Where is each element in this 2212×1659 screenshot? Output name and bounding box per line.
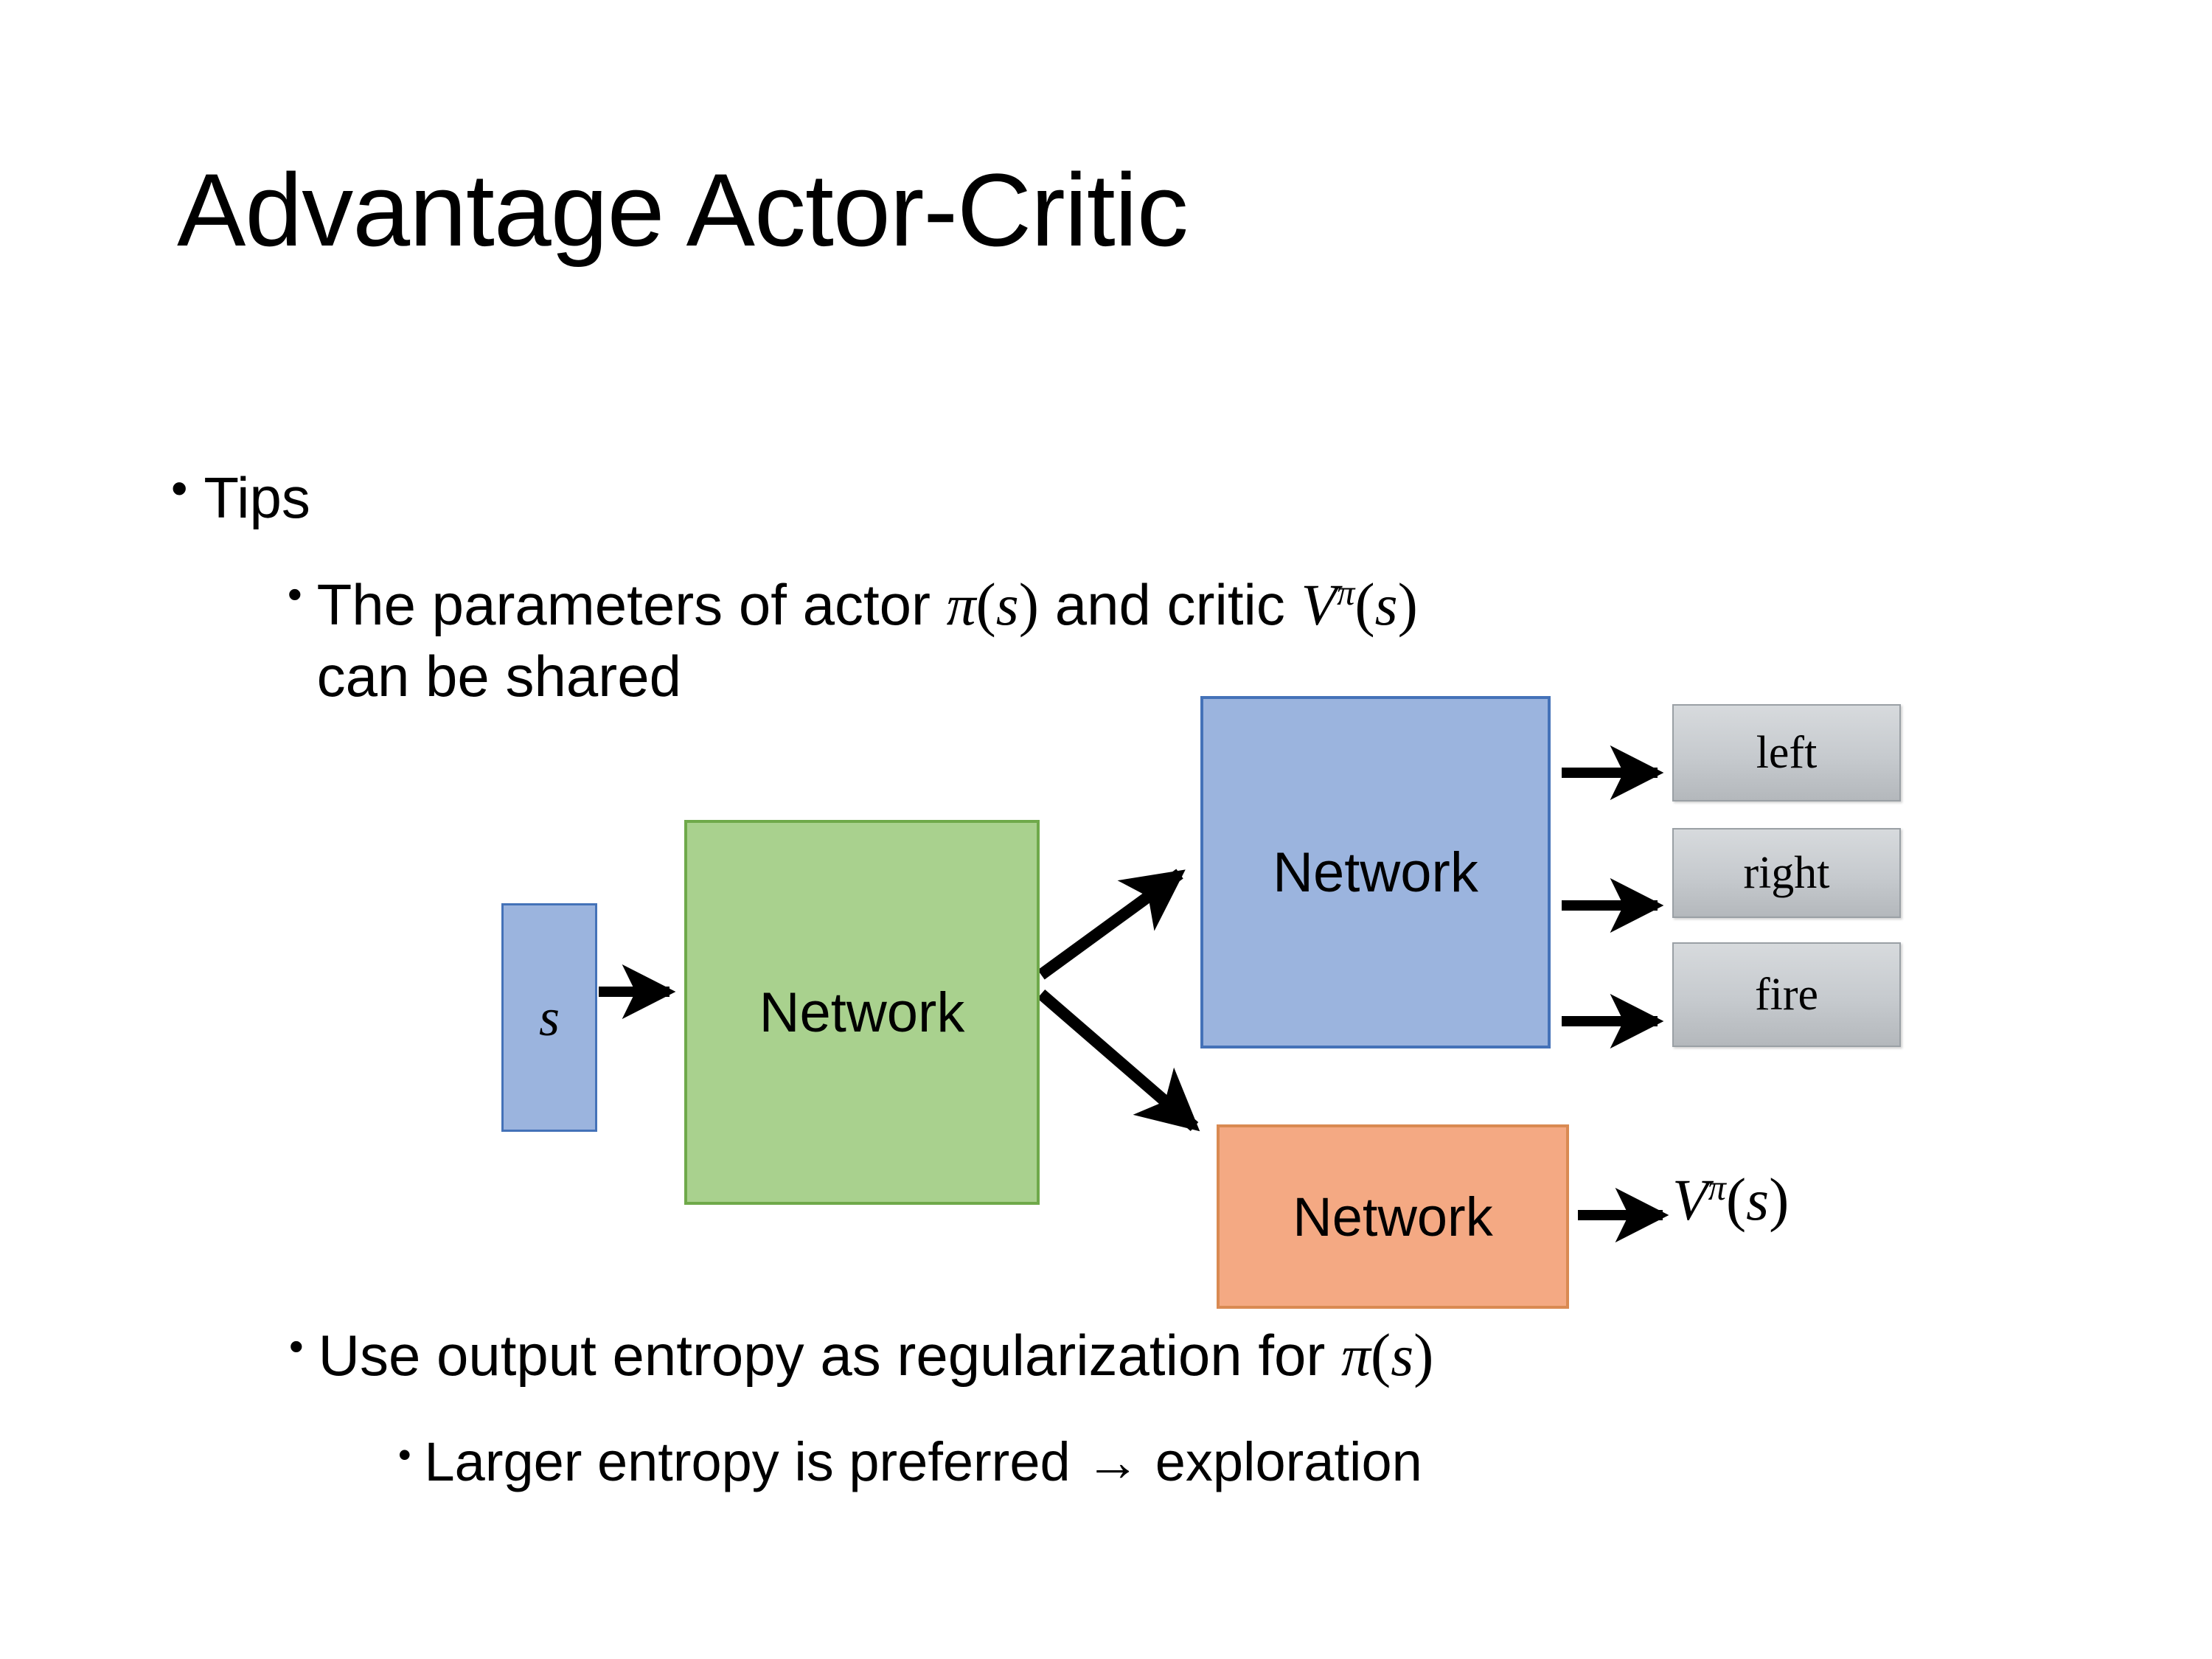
- math-actor-paren-close: ): [1018, 571, 1040, 638]
- action-label-fire: fire: [1754, 969, 1819, 1020]
- action-box-left: left: [1672, 704, 1901, 801]
- math-actor-pi: π: [946, 573, 976, 638]
- action-label-left: left: [1756, 727, 1818, 778]
- math-critic-V: V: [1301, 573, 1338, 638]
- math-critic-paren-open: (: [1354, 571, 1375, 638]
- bullet-larger-entropy-label: Larger entropy is preferred → exploratio…: [424, 1431, 1422, 1492]
- actor-network-box: Network: [1200, 696, 1551, 1048]
- bullet-entropy-label: Use output entropy as regularization for…: [319, 1320, 2059, 1390]
- math-entropy-paren-close: ): [1413, 1321, 1434, 1388]
- action-label-right: right: [1743, 847, 1830, 898]
- text-entropy-pre: Use output entropy as regularization for: [318, 1323, 1342, 1388]
- math-critic-superscript-pi: π: [1337, 574, 1355, 613]
- bullet-entropy-regularization: • Use output entropy as regularization f…: [289, 1320, 2059, 1390]
- text-params-line2: can be shared: [316, 644, 681, 709]
- action-box-fire: fire: [1672, 942, 1901, 1047]
- math-entropy-s: s: [1391, 1324, 1414, 1388]
- text-params-mid: and critic: [1039, 572, 1301, 637]
- text-params-pre: The parameters of actor: [316, 572, 947, 637]
- critic-out-paren-close: ): [1769, 1166, 1790, 1233]
- bullet-marker-icon: •: [289, 1323, 304, 1369]
- bullet-marker-icon: •: [288, 571, 302, 617]
- actor-network-label: Network: [1273, 841, 1478, 904]
- critic-out-s: s: [1746, 1168, 1770, 1233]
- bullet-shared-parameters-label: The parameters of actor π(s) and critic …: [317, 568, 2072, 712]
- bullet-marker-icon: •: [171, 462, 188, 515]
- shared-network-box: Network: [684, 820, 1040, 1205]
- math-entropy-paren-open: (: [1370, 1321, 1391, 1388]
- math-actor-paren-open: (: [975, 571, 996, 638]
- shared-network-label: Network: [759, 981, 965, 1044]
- bullet-tips: • Tips: [171, 465, 1056, 531]
- math-critic-s: s: [1374, 573, 1398, 638]
- math-entropy-pi: π: [1341, 1324, 1371, 1388]
- state-input-label: s: [538, 987, 560, 1047]
- math-critic-paren-close: ): [1397, 571, 1418, 638]
- critic-network-label: Network: [1293, 1186, 1493, 1248]
- arrow-shared-to-actor: [1037, 869, 1186, 980]
- critic-out-paren-open: (: [1725, 1166, 1747, 1233]
- critic-out-superscript-pi: π: [1708, 1169, 1726, 1208]
- bullet-tips-label: Tips: [204, 465, 310, 530]
- bullet-shared-parameters: • The parameters of actor π(s) and criti…: [288, 568, 2072, 712]
- critic-out-V: V: [1672, 1168, 1708, 1233]
- critic-output-value-label: Vπ(s): [1672, 1165, 1789, 1234]
- bullet-larger-entropy: • Larger entropy is preferred → explorat…: [398, 1430, 2094, 1494]
- page-title: Advantage Actor-Critic: [177, 152, 1189, 268]
- bullet-marker-icon: •: [398, 1434, 411, 1475]
- state-input-box: s: [501, 903, 597, 1132]
- arrow-shared-to-critic: [1037, 989, 1200, 1132]
- critic-network-box: Network: [1217, 1124, 1569, 1309]
- math-actor-s: s: [995, 573, 1019, 638]
- action-box-right: right: [1672, 828, 1901, 918]
